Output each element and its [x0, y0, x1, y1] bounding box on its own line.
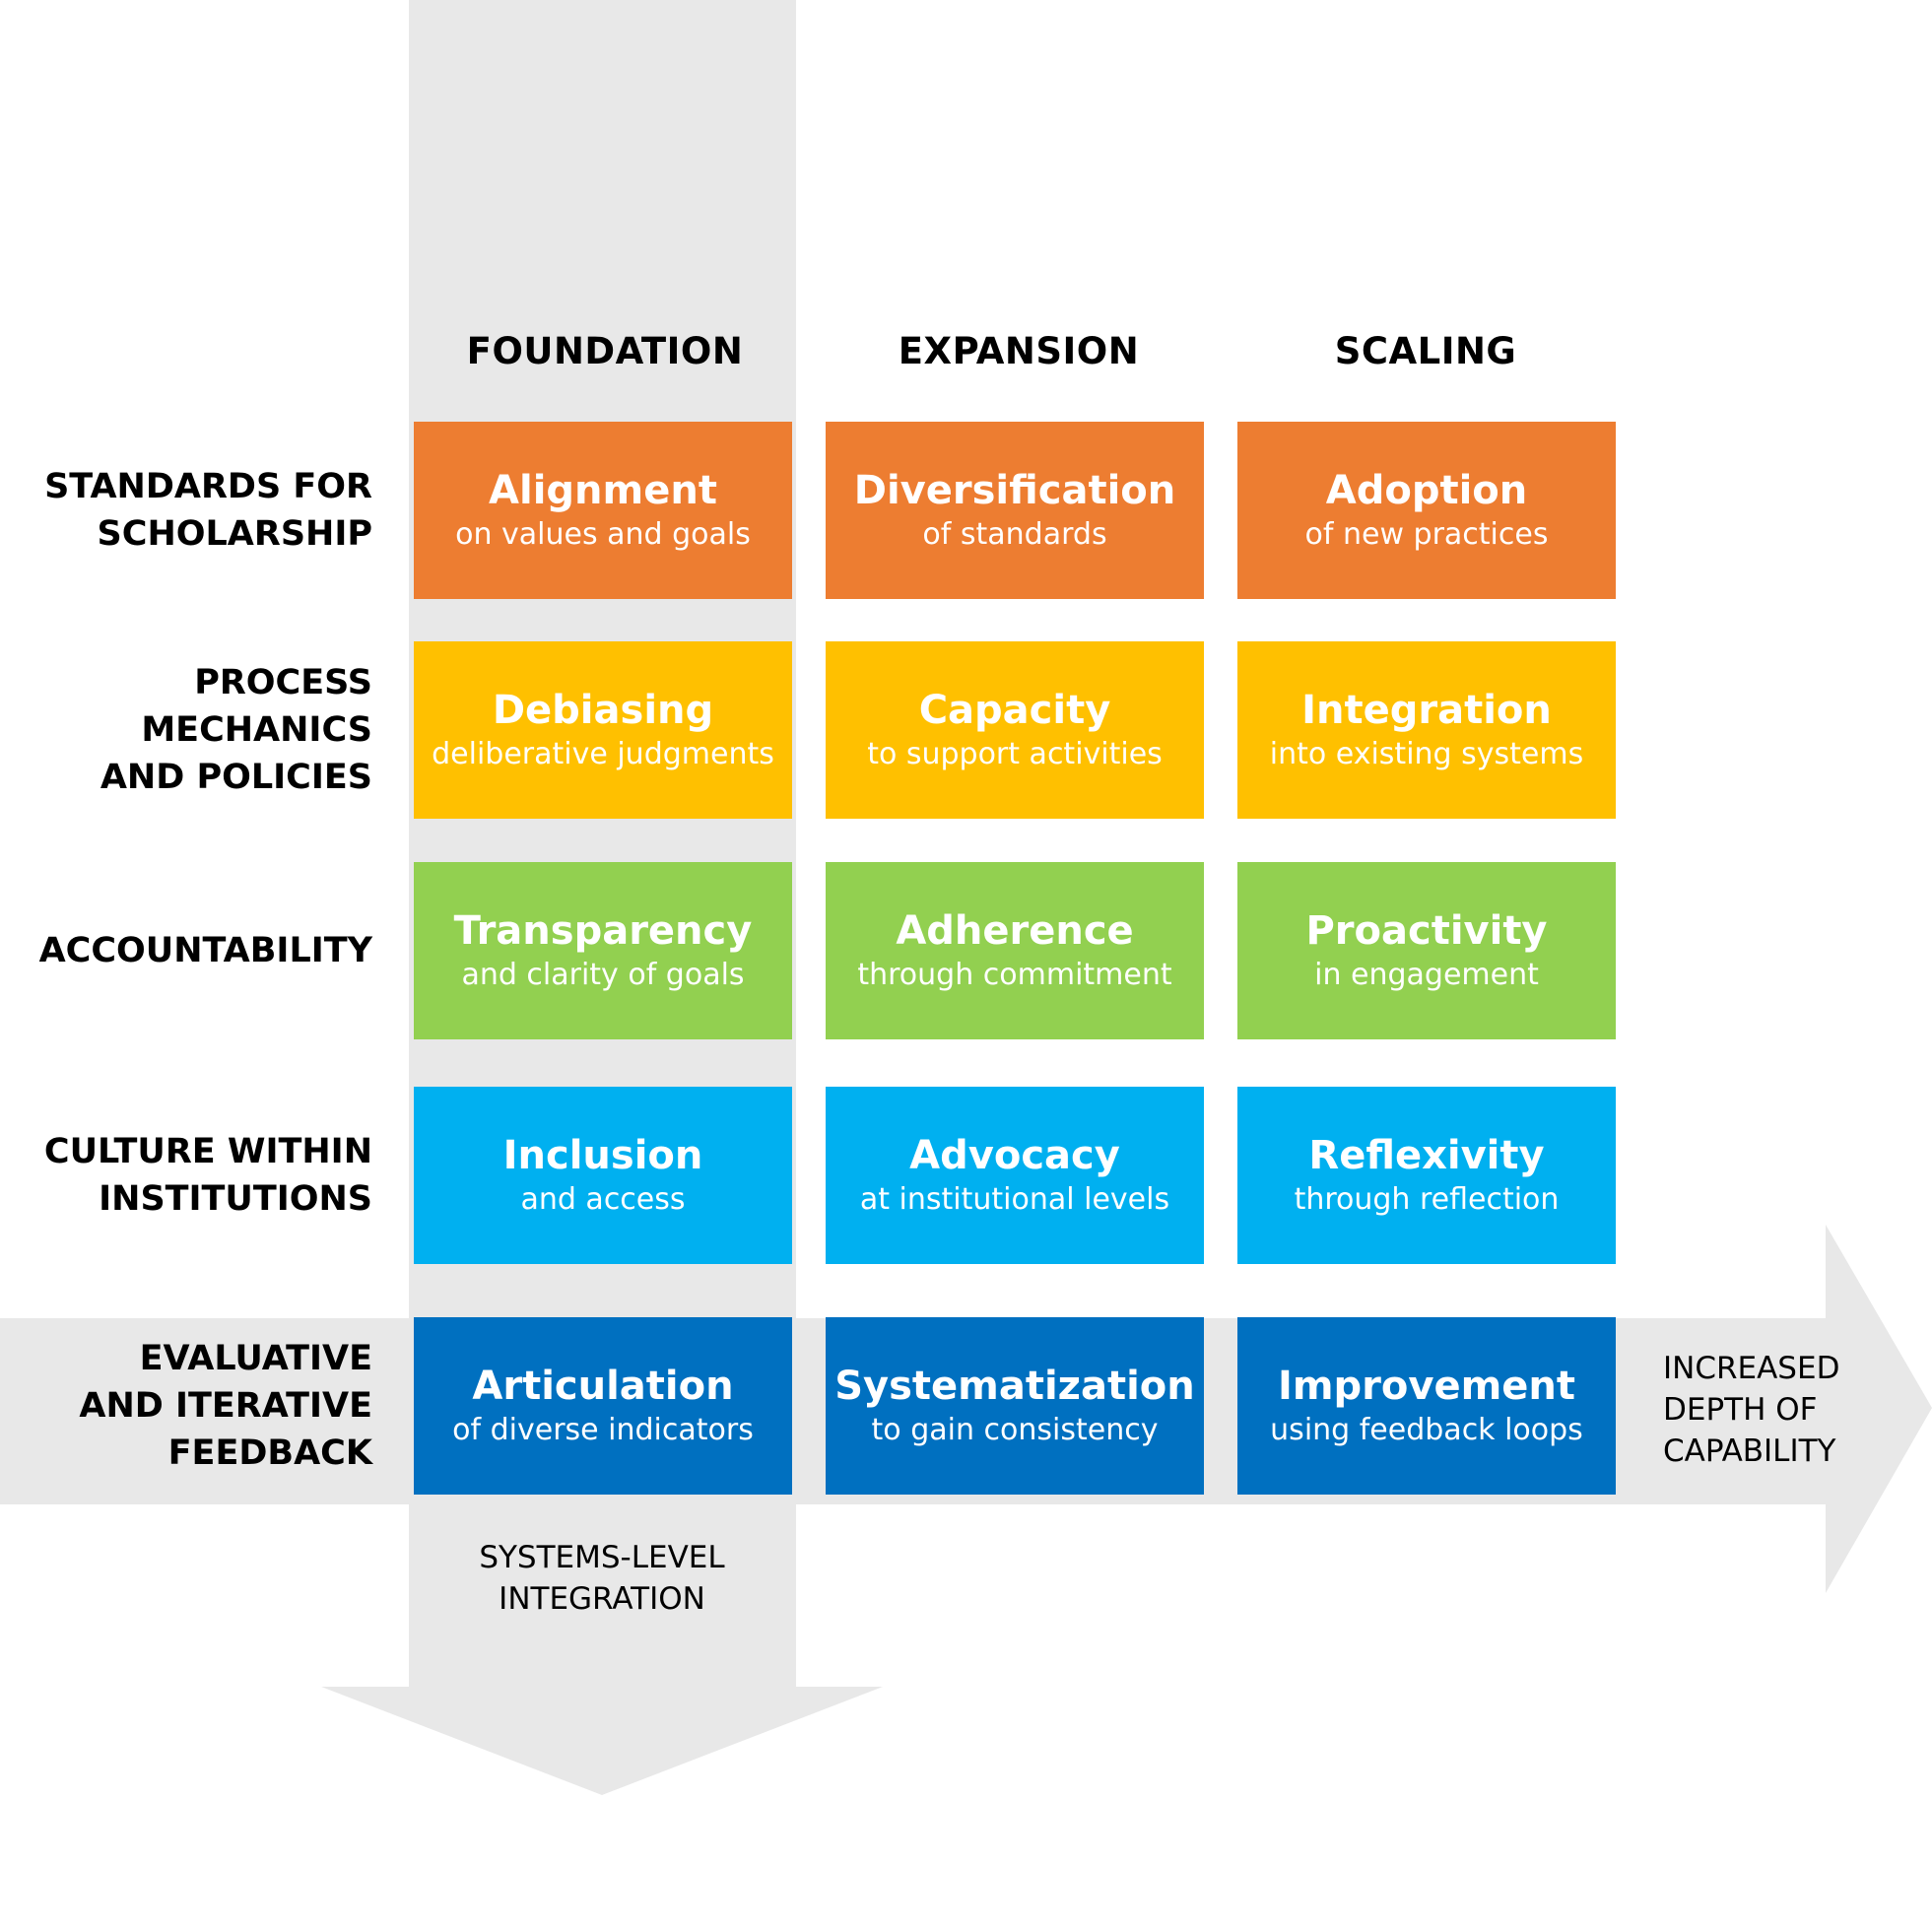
capability-cell-alignment: Alignment on values and goals	[414, 422, 792, 599]
row-label-line: STANDARDS FOR	[44, 467, 372, 506]
cell-subtitle: of standards	[922, 517, 1107, 552]
cell-title: Advocacy	[909, 1133, 1120, 1178]
capability-cell-adherence: Adherence through commitment	[826, 862, 1204, 1039]
column-header-expansion: EXPANSION	[898, 330, 1140, 372]
cell-title: Diversification	[853, 468, 1176, 513]
capability-cell-reflexivity: Reflexivity through reflection	[1237, 1087, 1616, 1264]
cell-subtitle: of diverse indicators	[452, 1413, 754, 1447]
cell-title: Debiasing	[492, 688, 714, 733]
cell-subtitle: using feedback loops	[1270, 1413, 1583, 1447]
capability-cell-systematization: Systematization to gain consistency	[826, 1317, 1204, 1495]
column-header-scaling: SCALING	[1334, 330, 1517, 372]
cell-subtitle: of new practices	[1304, 517, 1549, 552]
cell-title: Adoption	[1325, 468, 1528, 513]
capability-cell-improvement: Improvement using feedback loops	[1237, 1317, 1616, 1495]
cell-title: Articulation	[472, 1364, 734, 1409]
row-label-line: ACCOUNTABILITY	[38, 931, 372, 970]
systems-level-label: SYSTEMS-LEVEL INTEGRATION	[405, 1537, 799, 1620]
row-label-line: AND POLICIES	[100, 758, 372, 797]
cell-subtitle: through commitment	[857, 958, 1172, 992]
cell-title: Inclusion	[502, 1133, 703, 1178]
cell-title: Integration	[1301, 688, 1552, 733]
capability-cell-integration: Integration into existing systems	[1237, 641, 1616, 819]
capability-cell-proactivity: Proactivity in engagement	[1237, 862, 1616, 1039]
row-label: PROCESS MECHANICS AND POLICIES	[20, 659, 372, 801]
cell-title: Capacity	[918, 688, 1111, 733]
cell-subtitle: into existing systems	[1269, 737, 1584, 771]
row-label: EVALUATIVE AND ITERATIVE FEEDBACK	[20, 1335, 372, 1477]
cell-title: Alignment	[489, 468, 717, 513]
cell-title: Improvement	[1277, 1364, 1575, 1409]
capability-cell-capacity: Capacity to support activities	[826, 641, 1204, 819]
row-label-line: EVALUATIVE	[139, 1339, 372, 1378]
row-label: ACCOUNTABILITY	[20, 927, 372, 974]
cell-subtitle: on values and goals	[455, 517, 751, 552]
row-label-line: PROCESS	[194, 663, 372, 702]
row-label: CULTURE WITHIN INSTITUTIONS	[20, 1128, 372, 1223]
row-label-line: SCHOLARSHIP	[97, 514, 372, 554]
cell-title: Reflexivity	[1308, 1133, 1545, 1178]
capability-cell-diversification: Diversification of standards	[826, 422, 1204, 599]
cell-title: Proactivity	[1305, 908, 1548, 954]
capability-cell-adoption: Adoption of new practices	[1237, 422, 1616, 599]
cell-title: Systematization	[834, 1364, 1195, 1409]
capability-cell-transparency: Transparency and clarity of goals	[414, 862, 792, 1039]
cell-subtitle: to support activities	[867, 737, 1163, 771]
cell-subtitle: deliberative judgments	[432, 737, 774, 771]
note-line: CAPABILITY	[1663, 1433, 1836, 1469]
cell-subtitle: through reflection	[1294, 1182, 1560, 1217]
row-label-line: MECHANICS	[141, 710, 372, 750]
column-header-foundation: FOUNDATION	[466, 330, 744, 372]
cell-title: Adherence	[896, 908, 1134, 954]
note-line: DEPTH OF	[1663, 1392, 1818, 1428]
cell-subtitle: and clarity of goals	[461, 958, 745, 992]
cell-subtitle: to gain consistency	[871, 1413, 1159, 1447]
row-label-line: CULTURE WITHIN	[43, 1132, 372, 1171]
cell-subtitle: and access	[520, 1182, 686, 1217]
row-label-line: AND ITERATIVE	[79, 1386, 372, 1426]
capability-cell-debiasing: Debiasing deliberative judgments	[414, 641, 792, 819]
cell-title: Transparency	[453, 908, 753, 954]
note-line: SYSTEMS-LEVEL	[479, 1540, 725, 1575]
increased-depth-label: INCREASED DEPTH OF CAPABILITY	[1663, 1348, 1839, 1472]
note-line: INCREASED	[1663, 1351, 1840, 1386]
capability-cell-inclusion: Inclusion and access	[414, 1087, 792, 1264]
cell-subtitle: in engagement	[1314, 958, 1539, 992]
note-line: INTEGRATION	[499, 1581, 705, 1617]
row-label-line: INSTITUTIONS	[99, 1179, 372, 1219]
row-label: STANDARDS FOR SCHOLARSHIP	[20, 463, 372, 558]
row-label-line: FEEDBACK	[167, 1433, 372, 1473]
cell-subtitle: at institutional levels	[859, 1182, 1170, 1217]
capability-cell-articulation: Articulation of diverse indicators	[414, 1317, 792, 1495]
capability-cell-advocacy: Advocacy at institutional levels	[826, 1087, 1204, 1264]
